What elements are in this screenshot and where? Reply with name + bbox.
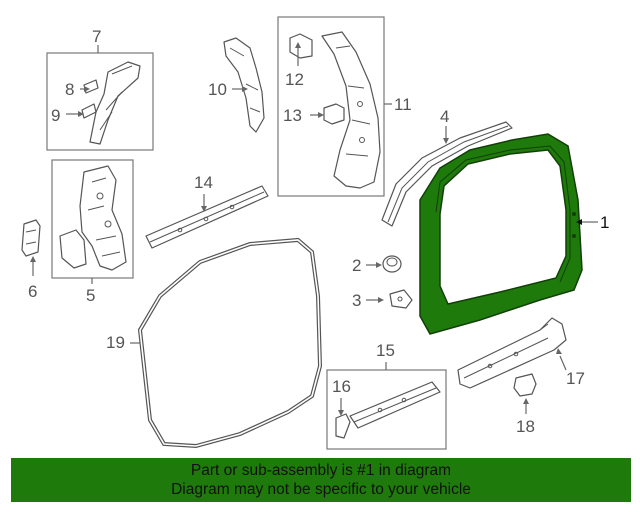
part-16-bracket — [335, 413, 351, 439]
part-12-bracket — [289, 33, 313, 59]
part-1-door-frame-highlighted — [419, 133, 583, 335]
part-8-clip — [83, 79, 99, 94]
callout-16: 16 — [332, 377, 351, 396]
part-13-bracket — [323, 103, 345, 125]
callout-2: 2 — [352, 256, 361, 275]
callout-6: 6 — [28, 282, 37, 301]
part-3-bracket — [389, 289, 413, 309]
banner-line-1: Part or sub-assembly is #1 in diagram — [190, 462, 452, 479]
callout-15: 15 — [376, 341, 395, 360]
callout-1: 1 — [600, 213, 609, 232]
part-4-roof-rail — [381, 121, 513, 227]
part-6-bracket — [21, 219, 41, 257]
part-7-pillar-bracket — [89, 61, 141, 145]
part-14-rocker-rail — [145, 185, 269, 249]
part-19-weatherstrip — [137, 237, 323, 449]
callout-17: 17 — [566, 369, 585, 388]
part-10-pillar-panel — [223, 37, 265, 133]
part-5-hinge-pillar-reinforcement — [59, 165, 127, 271]
callout-3: 3 — [352, 291, 361, 310]
group-box-7 — [46, 52, 154, 151]
callout-12: 12 — [285, 70, 304, 89]
banner-line-2: Diagram may not be specific to your vehi… — [171, 481, 471, 498]
part-15-sill-reinforcement — [349, 381, 441, 429]
callout-9: 9 — [51, 106, 60, 125]
group-box-11 — [277, 16, 385, 197]
callout-11: 11 — [394, 95, 412, 114]
notice-banner: Part or sub-assembly is #1 in diagram Di… — [11, 458, 631, 502]
callout-10: 10 — [208, 80, 227, 99]
callout-14: 14 — [194, 173, 213, 192]
part-17-rocker-reinforcement — [457, 317, 567, 389]
part-9-clip — [81, 103, 97, 119]
callout-19: 19 — [106, 333, 125, 352]
part-18-bracket — [513, 373, 537, 397]
callout-13: 13 — [283, 106, 302, 125]
parts-diagram: 7 8 9 5 6 10 11 — [21, 16, 609, 450]
callout-8: 8 — [65, 80, 74, 99]
callout-7: 7 — [92, 27, 101, 46]
part-2-plug — [382, 255, 402, 273]
callout-18: 18 — [516, 417, 535, 436]
callout-4: 4 — [440, 107, 449, 126]
part-11-b-pillar — [321, 31, 381, 189]
callout-5: 5 — [86, 286, 95, 305]
